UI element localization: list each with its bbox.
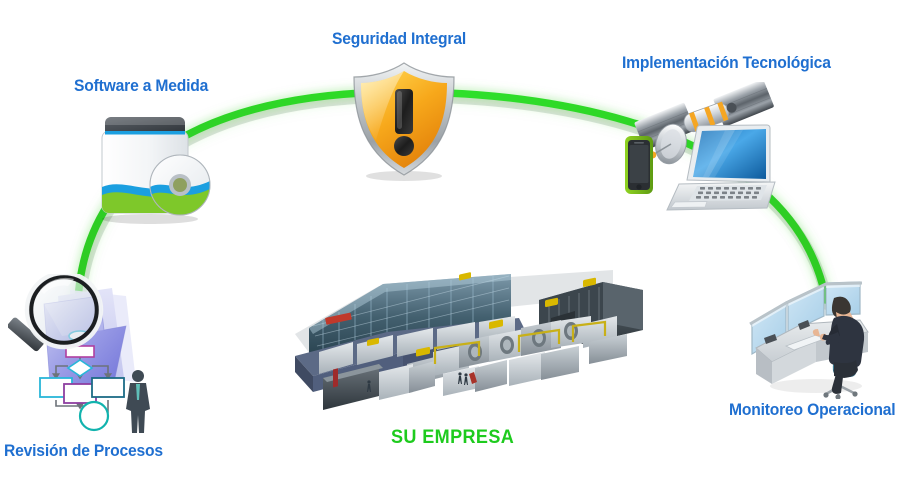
center-datacenter-icon bbox=[283, 256, 655, 426]
node-seguridad-icon bbox=[343, 57, 465, 182]
node-seguridad-label: Seguridad Integral bbox=[332, 29, 467, 48]
node-software-label: Software a Medida bbox=[74, 76, 209, 95]
node-revision-icon bbox=[8, 274, 188, 434]
node-monitoreo-icon bbox=[742, 262, 882, 399]
node-software-icon bbox=[95, 107, 220, 225]
node-revision-label: Revisión de Procesos bbox=[4, 441, 163, 460]
node-implementacion-label: Implementación Tecnológica bbox=[622, 53, 831, 72]
node-implementacion-icon bbox=[617, 82, 777, 224]
center-label: SU EMPRESA bbox=[391, 427, 515, 448]
node-monitoreo-label: Monitoreo Operacional bbox=[729, 400, 896, 419]
